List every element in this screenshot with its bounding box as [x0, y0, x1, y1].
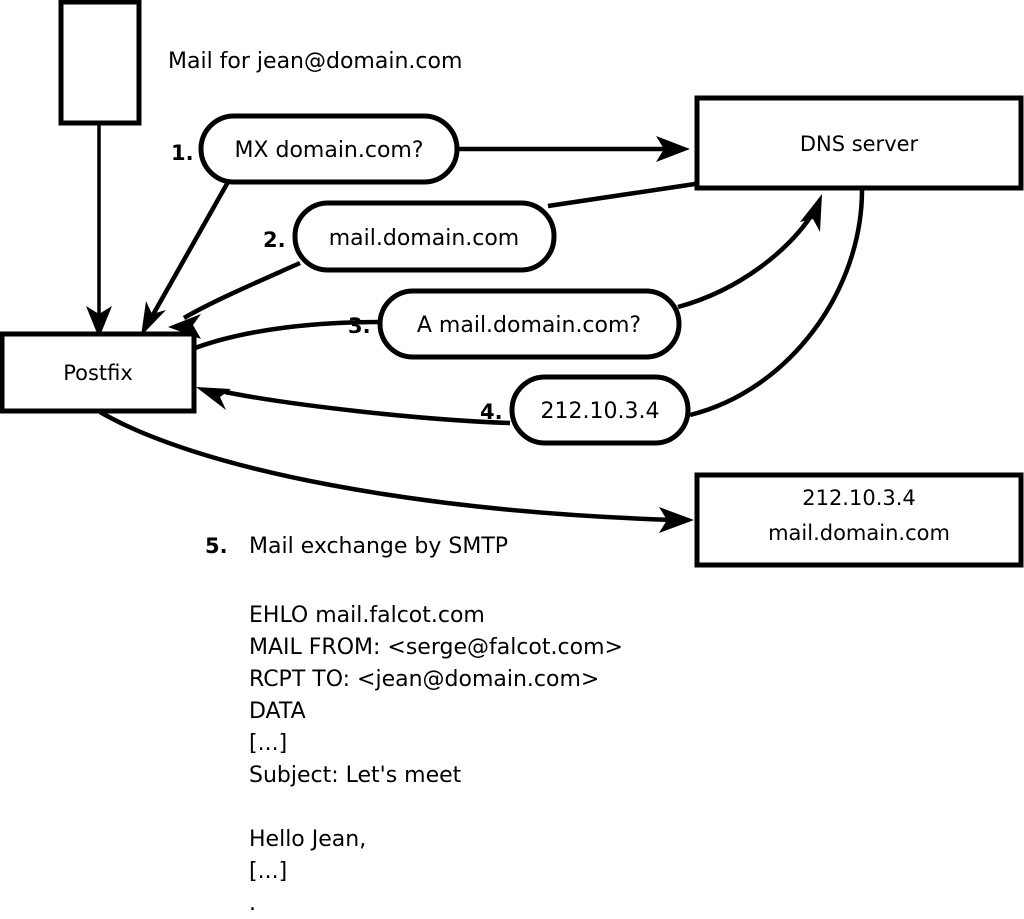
step1-number: 1. [171, 141, 194, 165]
smtp-line-5: Subject: Let's meet [249, 763, 462, 788]
connector-postfix-to-target [98, 410, 694, 533]
step4-bubble [509, 374, 691, 446]
sender-box [58, 0, 142, 126]
step3-bubble [377, 288, 682, 360]
step3-bubble-label: A mail.domain.com? [417, 313, 641, 338]
smtp-line-3: DATA [249, 699, 306, 724]
postfix-box-label: Postfix [63, 361, 133, 385]
smtp-line-9: . [249, 891, 256, 916]
connector-postfix-to-step3 [194, 319, 381, 351]
step2-bubble-label: mail.domain.com [329, 226, 520, 251]
connector-dns-to-step4 [689, 189, 865, 418]
target-mail-server-hostname: mail.domain.com [768, 521, 950, 545]
smtp-line-7: Hello Jean, [249, 827, 366, 852]
connector-step1-to-dns [458, 136, 690, 162]
smtp-line-4: [...] [249, 731, 287, 756]
connector-sender-to-postfix [86, 124, 112, 338]
step4-bubble-label: 212.10.3.4 [541, 399, 660, 424]
smtp-line-1: MAIL FROM: <serge@falcot.com> [249, 635, 623, 660]
dns-server-box-label: DNS server [800, 132, 919, 156]
target-mail-server-box [694, 472, 1024, 568]
step1-bubble [198, 113, 460, 185]
target-mail-server-ip: 212.10.3.4 [802, 486, 916, 510]
smtp-line-8: [...] [249, 859, 287, 884]
smtp-line-2: RCPT TO: <jean@domain.com> [249, 667, 599, 692]
step3-number: 3. [348, 314, 371, 338]
step2-number: 2. [263, 228, 286, 252]
step5-number: 5. [205, 534, 228, 558]
connector-dns-to-step2 [547, 181, 696, 209]
connector-step4-to-postfix [196, 387, 511, 426]
step4-number: 4. [480, 400, 503, 424]
step5-label: Mail exchange by SMTP [249, 534, 508, 559]
postfix-box [0, 331, 197, 414]
step1-bubble-label: MX domain.com? [234, 138, 423, 163]
dns-server-box [694, 95, 1024, 191]
connector-step3-to-dns [677, 194, 822, 310]
mail-for-caption: Mail for jean@domain.com [168, 49, 462, 74]
connector-postfix-to-step1 [141, 180, 230, 336]
step2-bubble [292, 200, 557, 273]
smtp-line-0: EHLO mail.falcot.com [249, 603, 485, 628]
